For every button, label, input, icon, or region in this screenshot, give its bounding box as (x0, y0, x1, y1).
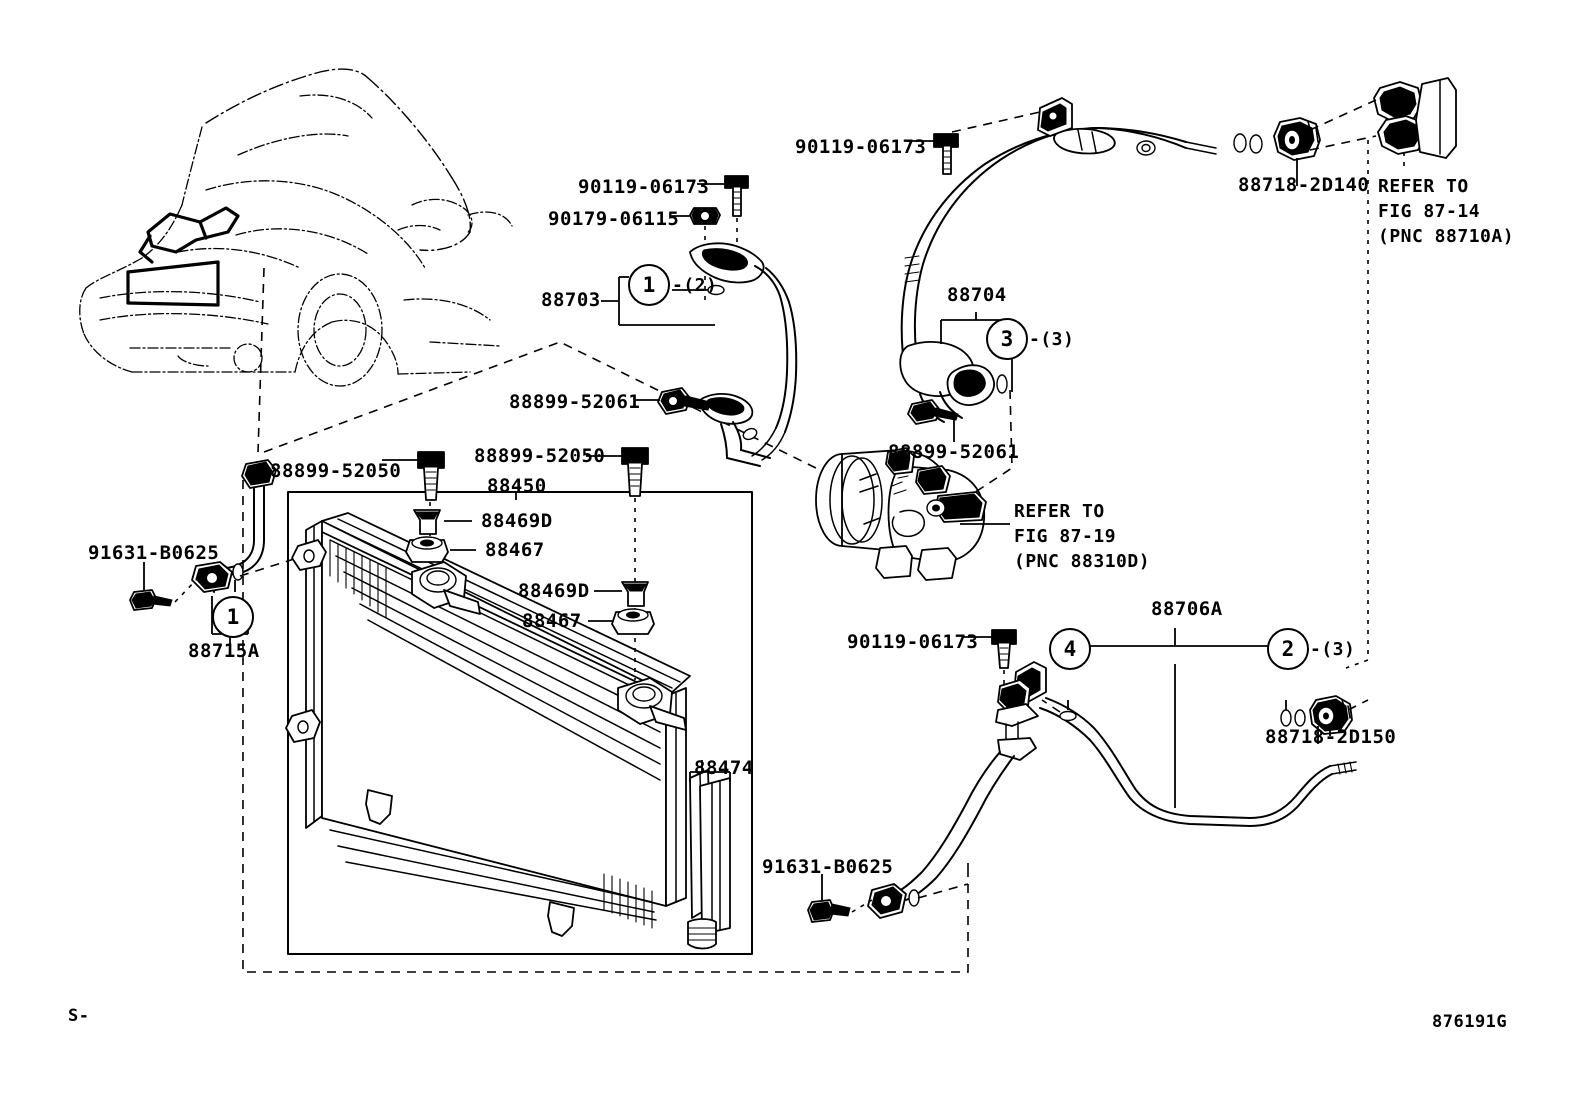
footer-right-code: 876191G (1432, 1012, 1508, 1032)
condenser-fasteners (382, 447, 655, 680)
label-88467-upper: 88467 (485, 539, 545, 561)
assembly-dashed-boundary (242, 480, 969, 973)
label-qty-88704: -(3) (1029, 329, 1075, 350)
receiver-drier-88474 (687, 760, 731, 950)
circle-marker-1-left: 1 (212, 596, 254, 638)
label-88469D-upper: 88469D (481, 510, 553, 532)
suction-hose-lower-88704 (815, 312, 1013, 581)
label-88718-2D140: 88718-2D140 (1238, 174, 1370, 196)
label-88703: 88703 (541, 289, 601, 311)
callout-leader-car-condenser (257, 267, 265, 453)
label-88899-52061-left: 88899-52061 (509, 391, 641, 413)
label-90119-06173-top: 90119-06173 (795, 136, 927, 158)
bracket-88715A (129, 459, 311, 644)
refer-fig-87-14-line1: REFER TO (1378, 176, 1469, 197)
liquid-tube-88706A (807, 628, 1369, 923)
vehicle-outline-illustration (79, 68, 513, 387)
refer-fig-87-14-line2: FIG 87-14 (1378, 201, 1481, 222)
suction-hose-88704 (900, 77, 1457, 669)
label-88718-2D150: 88718-2D150 (1265, 726, 1397, 748)
label-qty-88706A: -(3) (1310, 639, 1356, 660)
circle-marker-3: 3 (986, 318, 1028, 360)
label-90119-06173-mid: 90119-06173 (578, 176, 710, 198)
label-88899-52050-right: 88899-52050 (474, 445, 606, 467)
label-88474: 88474 (694, 757, 754, 779)
label-qty-88703: -(2) (672, 275, 718, 296)
label-88899-52061-compressor: 88899-52061 (888, 441, 1020, 463)
clamp-bolt-88899-52061-left (634, 387, 711, 415)
label-88706A: 88706A (1151, 598, 1223, 620)
label-88704: 88704 (947, 284, 1007, 306)
refer-fig-87-14-line3: (PNC 88710A) (1378, 226, 1515, 247)
refer-fig-87-19-line2: FIG 87-19 (1014, 526, 1117, 547)
label-88715A: 88715A (188, 640, 260, 662)
condenser-88450 (285, 512, 691, 937)
label-91631-B0625-bottom: 91631-B0625 (762, 856, 894, 878)
footer-left-code: S- (68, 1006, 90, 1026)
label-88450: 88450 (487, 475, 547, 497)
label-91631-B0625-left: 91631-B0625 (88, 542, 220, 564)
label-88899-52050-left: 88899-52050 (270, 460, 402, 482)
label-90179-06115: 90179-06115 (548, 208, 680, 230)
circle-marker-4: 4 (1049, 628, 1091, 670)
circle-marker-1-tube: 1 (628, 264, 670, 306)
refer-fig-87-19-line1: REFER TO (1014, 501, 1105, 522)
label-88467-lower: 88467 (522, 610, 582, 632)
label-88469D-lower: 88469D (518, 580, 590, 602)
compressor-assembly (815, 447, 987, 581)
discharge-hose-88703 (601, 175, 798, 467)
label-90119-06173-bottom: 90119-06173 (847, 631, 979, 653)
circle-marker-2: 2 (1267, 628, 1309, 670)
refer-fig-87-19-line3: (PNC 88310D) (1014, 551, 1151, 572)
